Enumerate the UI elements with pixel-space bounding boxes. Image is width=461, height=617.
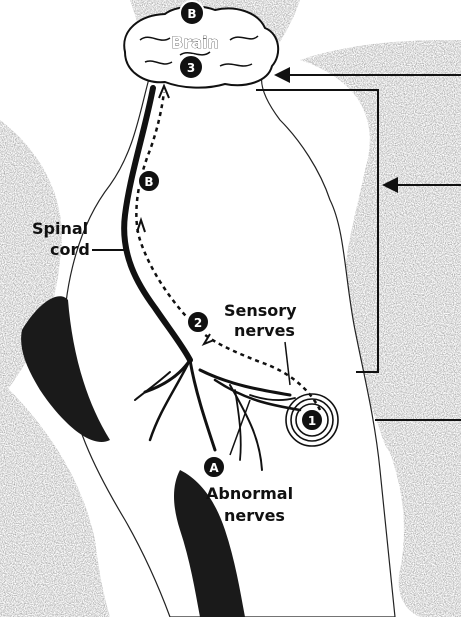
svg-text:3: 3 [187,61,195,75]
abnormal-nerves-label-line1: Abnormal [206,484,293,503]
svg-text:1: 1 [308,414,316,428]
marker-cord: B [138,170,160,192]
brain-label: Brain [171,33,219,52]
marker-brain-bottom: 3 [179,55,203,79]
abnormal-nerves-label-line2: nerves [224,506,285,525]
spinal-cord-label-line1: Spinal [32,219,88,238]
spinal-cord-label-line2: cord [50,240,90,259]
svg-text:B: B [187,7,196,21]
svg-text:A: A [209,461,219,475]
marker-brain-top: B [180,1,204,25]
sensory-nerves-label-line2: nerves [234,321,295,340]
sensory-nerves-label-line1: Sensory [224,301,297,320]
marker-pain-source: 1 [301,409,323,431]
svg-text:B: B [144,175,153,189]
svg-text:2: 2 [194,316,202,330]
marker-abnormal: A [203,456,225,478]
marker-sensory: 2 [187,311,209,333]
